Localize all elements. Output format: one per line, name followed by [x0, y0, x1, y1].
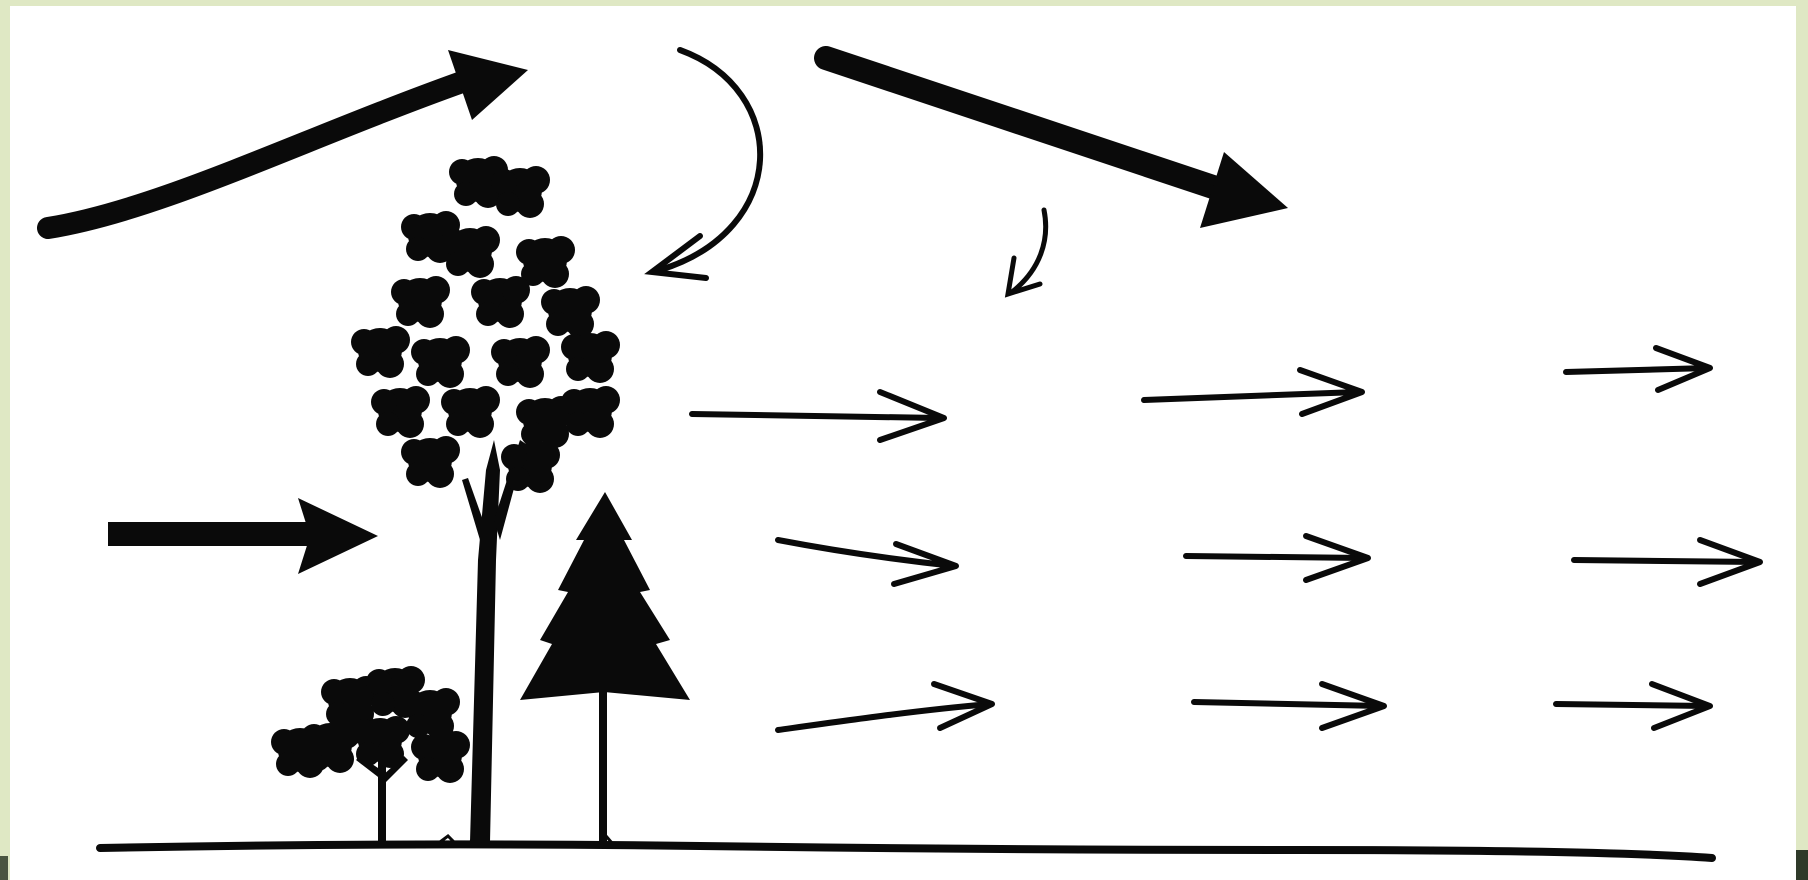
conifer-tree	[520, 492, 690, 842]
ground-line	[100, 833, 1712, 858]
arrow-row1-col3	[1566, 348, 1710, 390]
leeward-wind-arrows	[692, 348, 1760, 730]
arrow-row2-col2	[1186, 536, 1368, 580]
arrow-row3-col1	[778, 684, 992, 730]
downdraft-arrow	[1008, 210, 1046, 294]
arrow-row3-col3	[1556, 684, 1710, 728]
overflow-wind-arrow	[826, 58, 1288, 228]
incoming-wind-upper-arrow	[48, 50, 528, 228]
arrow-row2-col3	[1574, 540, 1760, 584]
incoming-wind-lower-arrow	[108, 498, 378, 574]
arrow-row2-col1	[778, 540, 956, 584]
arrow-row3-col2	[1194, 684, 1384, 728]
arrow-row1-col2	[1144, 370, 1362, 414]
shrub	[271, 666, 470, 842]
eddy-arrow	[652, 50, 760, 278]
arrow-row1-col1	[692, 392, 944, 440]
